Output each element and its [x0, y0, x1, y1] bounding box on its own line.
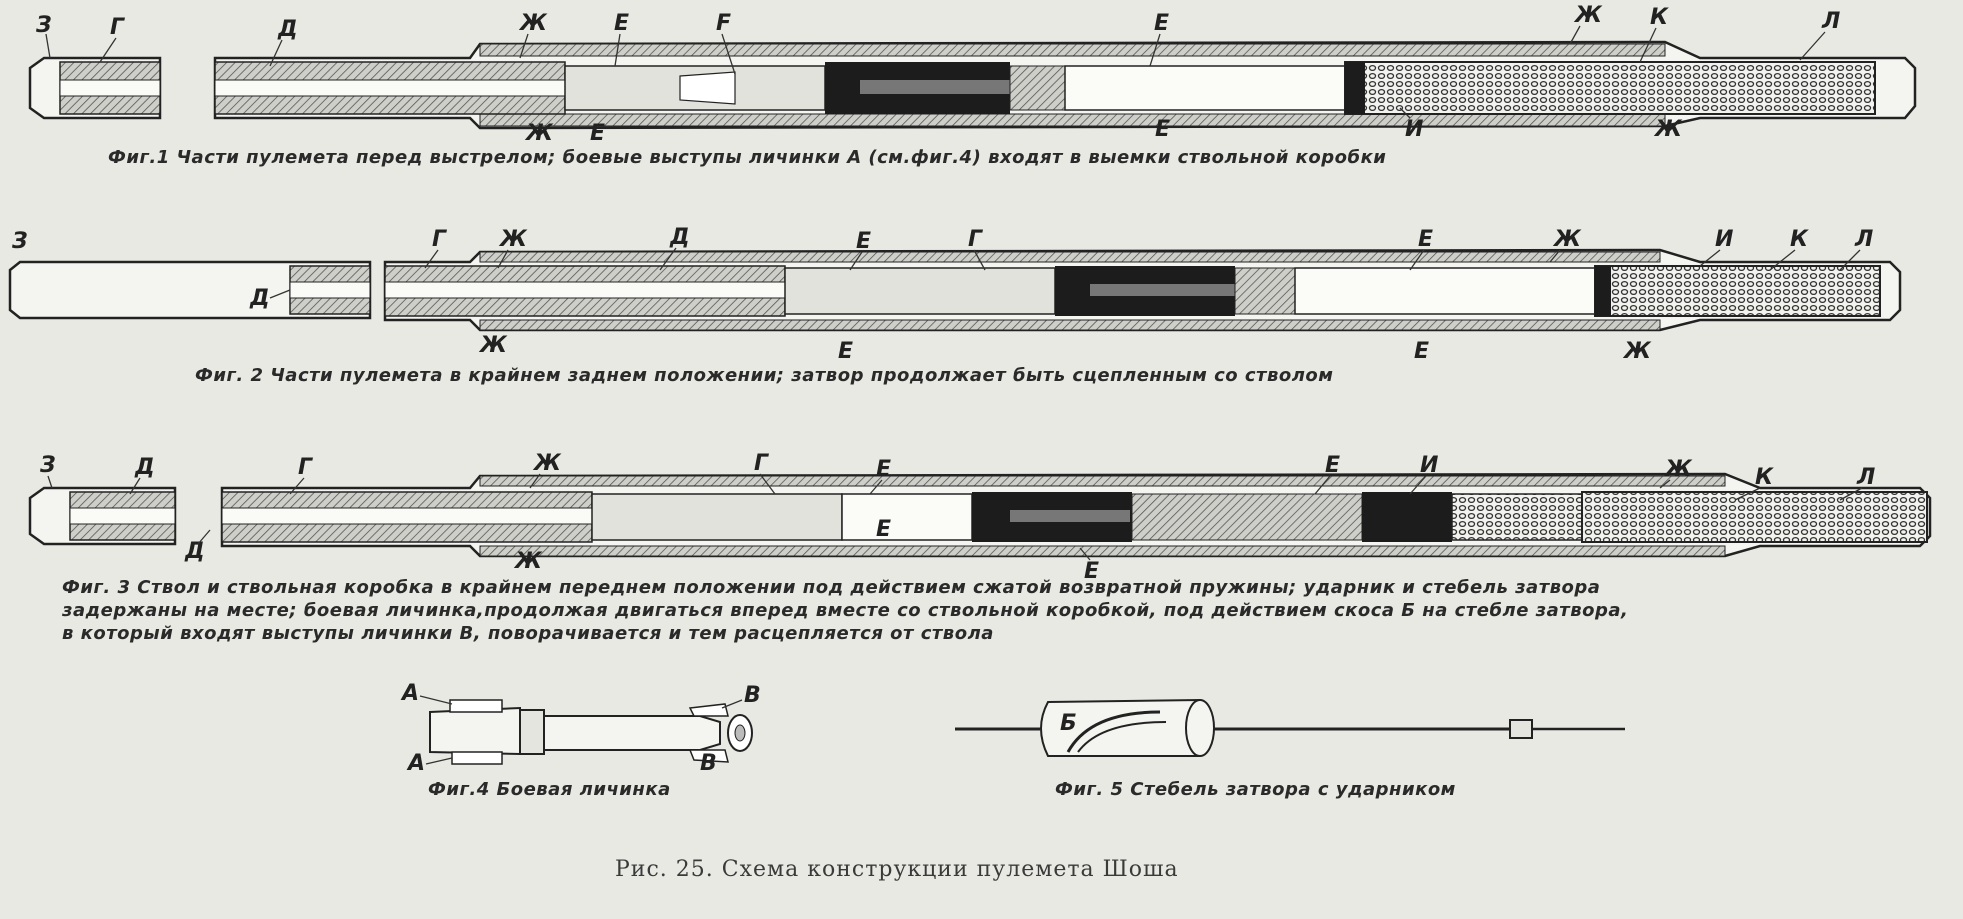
fig2-label-k: К [1790, 227, 1809, 252]
fig1-label-zh-top: Ж [518, 11, 548, 36]
fig2-label-d: Д [669, 225, 690, 250]
fig3-label-k: К [1755, 465, 1774, 490]
fig2-label-g: Г [432, 227, 447, 252]
fig5-label-b: Б [1060, 711, 1077, 736]
fig5-caption: Фиг. 5 Стебель затвора с ударником [1055, 779, 1456, 800]
fig1-label-e-top2: Е [1154, 11, 1169, 36]
fig1-label-zh-bot2: Ж [1653, 117, 1683, 142]
return-spring-3 [1581, 491, 1928, 543]
fig3-caption-line-1: Фиг. 3 Ствол и ствольная коробка в крайн… [62, 577, 1600, 598]
fig3-label-l: Л [1856, 465, 1875, 490]
fig2-label-e-bot1: Е [838, 339, 853, 364]
fig3-label-d-bot: Д [184, 539, 205, 564]
muzzle-part [28, 56, 162, 120]
figure-5-bolt-stem: Б Фиг. 5 Стебель затвора с ударником [955, 698, 1625, 800]
fig1-label-k: К [1650, 5, 1669, 30]
figure-title: Рис. 25. Схема конструкции пулемета Шоша [615, 857, 1179, 882]
muzzle-part-3 [28, 486, 177, 546]
fig2-label-zh-bot: Ж [478, 333, 508, 358]
fig2-label-l: Л [1854, 227, 1873, 252]
figure-2: З Д Г Ж Д Е Г Е Ж И К Л Ж Е Е Ж Фиг. 2 Ч… [8, 225, 1902, 386]
fig3-caption-line-3: в который входят выступы личинки В, пово… [62, 623, 994, 644]
fig1-label-z: З [35, 13, 52, 38]
fig1-label-e-top1: Е [614, 11, 629, 36]
fig3-label-e-top1: Е [876, 457, 891, 482]
fig2-label-e-top2: Е [1418, 227, 1433, 252]
figure-4-bolt-head: А А В В Фиг.4 Боевая личинка [400, 681, 761, 800]
fig3-label-d: Д [134, 455, 155, 480]
return-spring-2 [1594, 265, 1881, 317]
fig2-label-i: И [1715, 227, 1733, 252]
fig2-label-g2: Г [968, 227, 983, 252]
fig2-label-z: З [11, 229, 28, 254]
fig1-label-e-bot1: Е [590, 121, 605, 146]
fig3-label-e-top2: Е [1325, 453, 1340, 478]
fig3-label-g2: Г [754, 451, 769, 476]
fig1-label-f: F [716, 11, 731, 36]
fig1-label-e-bot2: Е [1155, 117, 1170, 142]
return-spring [1344, 61, 1876, 115]
fig2-label-zh-top: Ж [498, 227, 528, 252]
fig3-label-e-bot: Е [1084, 559, 1099, 584]
fig4-label-a-bot: А [406, 751, 425, 776]
fig1-label-l: Л [1821, 9, 1840, 34]
fig4-caption: Фиг.4 Боевая личинка [428, 779, 671, 800]
fig3-label-zh-top2: Ж [1663, 457, 1693, 482]
fig3-label-g: Г [298, 455, 313, 480]
fig1-label-zh-top2: Ж [1573, 3, 1603, 28]
fig3-label-i: И [1420, 453, 1438, 478]
fig2-label-zh-top2: Ж [1552, 227, 1582, 252]
fig4-label-a-top: А [400, 681, 419, 706]
fig4-label-v-bot: В [700, 751, 717, 776]
fig3-caption-line-2: задержаны на месте; боевая личинка,продо… [61, 600, 1628, 621]
figure-1: З Г Д Ж Е F Е Ж К Л Ж Е Е И Ж Фиг.1 Част… [28, 3, 1917, 168]
fig1-label-g: Г [110, 15, 125, 40]
fig3-label-zh-bot: Ж [513, 549, 543, 574]
fig4-label-v-top: В [744, 683, 761, 708]
fig2-label-e-bot2: Е [1414, 339, 1429, 364]
fig2-label-d-inner: Д [249, 286, 270, 311]
fig1-label-zh-bot: Ж [524, 121, 554, 146]
fig2-label-zh-bot2: Ж [1622, 339, 1652, 364]
fig2-label-e-top1: Е [856, 229, 871, 254]
muzzle-part-2 [8, 260, 372, 320]
fig1-caption: Фиг.1 Части пулемета перед выстрелом; бо… [108, 147, 1386, 168]
fig1-label-d: Д [277, 17, 298, 42]
figure-3: З Д Д Г Ж Г Е Е Е И Ж К Л Ж Е Фиг. 3 Ств… [28, 451, 1932, 644]
fig3-label-e-mid: Е [876, 517, 891, 542]
fig3-label-z: З [39, 453, 56, 478]
fig1-label-i: И [1405, 117, 1423, 142]
fig3-label-zh-top: Ж [532, 451, 562, 476]
fig2-caption: Фиг. 2 Части пулемета в крайнем заднем п… [195, 365, 1334, 386]
